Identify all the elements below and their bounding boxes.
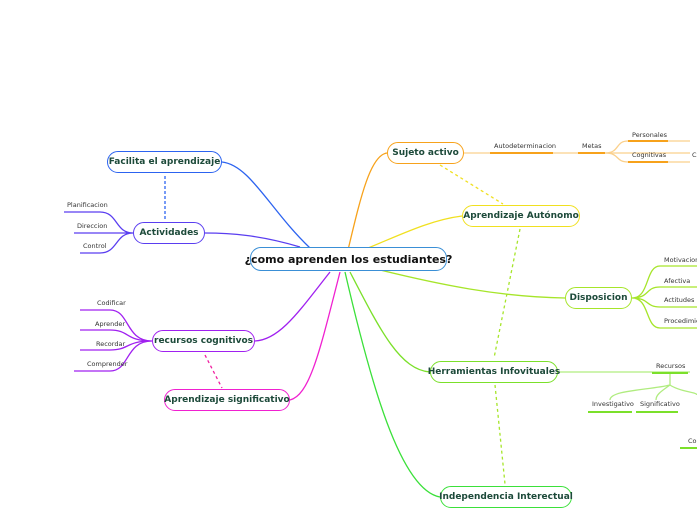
node-facilita[interactable]: Facilita el aprendizaje (107, 151, 222, 173)
node-label: Facilita el aprendizaje (108, 157, 221, 167)
node-recursos-cognitivos[interactable]: recursos cognitivos (152, 330, 255, 352)
leaf-significativo[interactable]: Significativo (640, 400, 680, 408)
node-label: Herramientas Infovituales (427, 367, 561, 377)
leaf-actitudes[interactable]: Actitudes (664, 296, 695, 304)
leaf-procedimientos[interactable]: Procedimien (664, 317, 697, 325)
node-independencia[interactable]: Independencia Interectual (439, 486, 573, 508)
node-herramientas[interactable]: Herramientas Infovituales (427, 361, 561, 383)
node-label: Aprendizaje Autónomo (463, 211, 579, 221)
leaf-cognitivas[interactable]: Cognitivas (632, 151, 667, 159)
leaf-metas[interactable]: Metas (582, 142, 602, 150)
leaf-afectiva[interactable]: Afectiva (664, 277, 691, 285)
leaf-personales[interactable]: Personales (632, 131, 668, 139)
node-label: Actividades (139, 228, 199, 238)
node-label: Sujeto activo (392, 148, 459, 158)
leaf-recursos[interactable]: Recursos (656, 362, 686, 370)
node-aprendizaje-significativo[interactable]: Aprendizaje significativo (164, 389, 290, 411)
node-label: Independencia Interectual (439, 492, 573, 502)
central-topic[interactable]: ¿como aprenden los estudiantes? (245, 247, 452, 271)
leaf-aprender[interactable]: Aprender (95, 320, 126, 328)
leaf-control[interactable]: Control (83, 242, 107, 250)
node-label: recursos cognitivos (154, 336, 253, 346)
leaf-codificar[interactable]: Codificar (97, 299, 126, 307)
central-label: ¿como aprenden los estudiantes? (244, 252, 453, 266)
leaf-motivacion[interactable]: Motivacion (664, 256, 697, 264)
node-label: Aprendizaje significativo (164, 395, 290, 405)
leaf-comprender[interactable]: Comprender (87, 360, 128, 368)
leaf-autodeterminacion[interactable]: Autodeterminacion (494, 142, 557, 150)
node-label: Disposicion (569, 293, 628, 303)
node-actividades[interactable]: Actividades (133, 222, 205, 244)
node-sujeto-activo[interactable]: Sujeto activo (387, 142, 464, 164)
leaf-direccion[interactable]: Direccion (77, 222, 108, 230)
node-aprendizaje-autonomo[interactable]: Aprendizaje Autónomo (462, 205, 580, 227)
leaf-clipped[interactable]: Co (688, 437, 697, 445)
leaf-planificacion[interactable]: Planificacion (67, 201, 108, 209)
leaf-investigativo[interactable]: Investigativo (592, 400, 634, 408)
node-disposicion[interactable]: Disposicion (565, 287, 632, 309)
leaf-recordar[interactable]: Recordar (96, 340, 126, 348)
leaf-clipped[interactable]: C (692, 151, 697, 159)
